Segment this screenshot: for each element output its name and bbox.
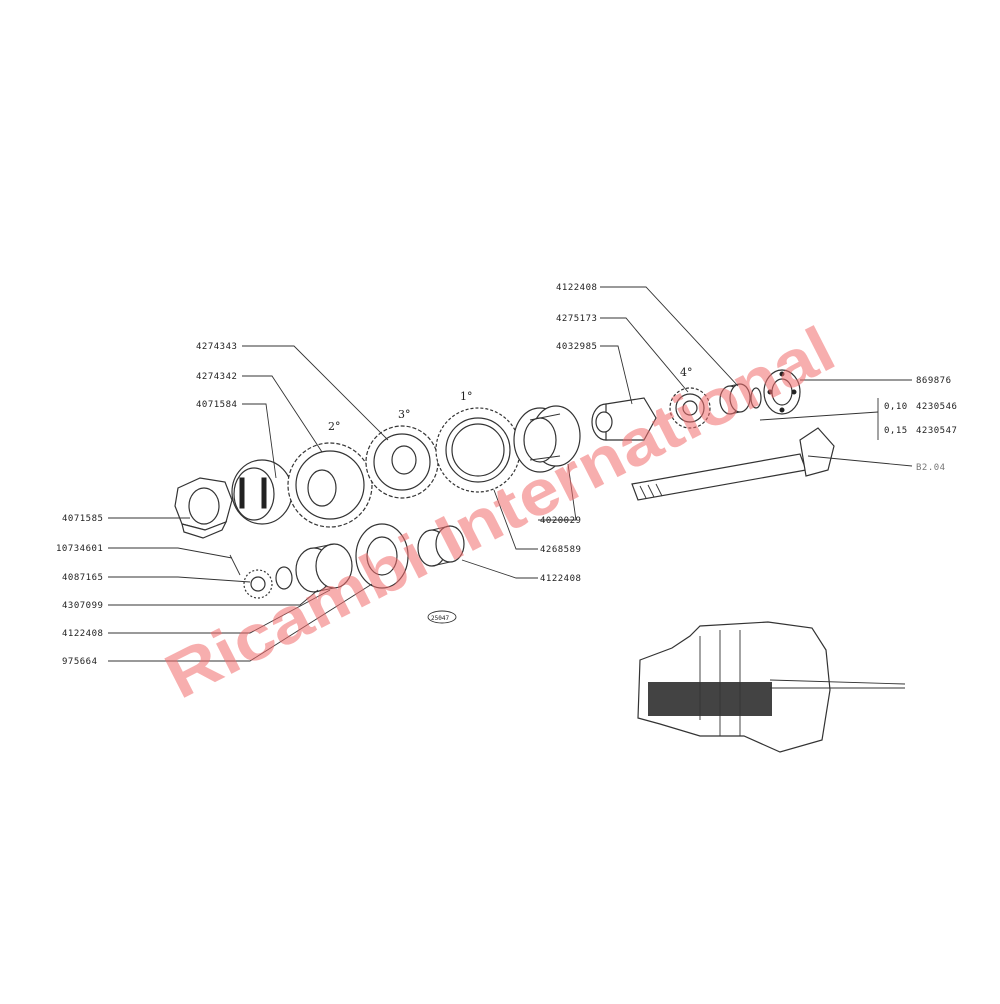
part-label-4122408-top: 4122408	[556, 283, 597, 293]
fourth-gear-part	[669, 387, 711, 429]
part-label-4274342: 4274342	[196, 372, 237, 382]
part-label-4071585: 4071585	[62, 514, 103, 524]
part-label-4268589: 4268589	[540, 545, 581, 555]
shim-size-015: 0,15	[884, 426, 908, 436]
gear-label-4th: 4°	[680, 366, 693, 379]
spacer-sleeve-part	[591, 397, 657, 441]
first-gear-part	[435, 407, 521, 493]
part-label-10734601: 10734601	[56, 544, 103, 554]
splined-hub-part	[231, 459, 293, 525]
part-label-869876: 869876	[916, 376, 952, 386]
small-pinion-part	[243, 569, 273, 599]
part-label-4307099: 4307099	[62, 601, 103, 611]
needle-bearing-top-part	[719, 383, 751, 415]
ball-bearing-part	[763, 369, 801, 415]
gear-label-1st: 1°	[460, 390, 473, 403]
part-label-4275173: 4275173	[556, 314, 597, 324]
cage-bearing-part	[513, 405, 581, 473]
part-label-4122408-bottom: 4122408	[540, 574, 581, 584]
part-label-4032985: 4032985	[556, 342, 597, 352]
gear-label-3rd: 3°	[398, 408, 411, 421]
group-ref-b204: B2.04	[916, 463, 946, 473]
shim-washer-part	[750, 387, 762, 409]
part-number-labels: 4274343 4274342 4071584 4071585 10734601…	[56, 283, 957, 667]
thrust-washer-part	[275, 566, 293, 590]
needle-bearing-bottom-part	[295, 543, 353, 593]
gear-label-2nd: 2°	[328, 420, 341, 433]
part-label-4274343: 4274343	[196, 342, 237, 352]
roller-bearing-part	[355, 523, 409, 589]
part-label-4122408-left: 4122408	[62, 629, 103, 639]
part-label-975664: 975664	[62, 657, 98, 667]
parts-group	[174, 369, 906, 753]
part-label-4230546: 4230546	[916, 402, 957, 412]
shim-size-010: 0,10	[884, 402, 908, 412]
hex-sleeve-part	[174, 477, 233, 539]
part-label-4087165: 4087165	[62, 573, 103, 583]
part-label-4071584: 4071584	[196, 400, 237, 410]
third-gear-part	[365, 425, 439, 499]
second-gear-part	[287, 442, 373, 528]
figure-number: 25047	[431, 615, 449, 622]
figure-number-oval	[427, 610, 457, 624]
output-shaft-part	[631, 427, 835, 501]
gearbox-locator-inset	[637, 621, 906, 753]
leader-lines	[108, 286, 913, 662]
part-label-4020029: 4020029	[540, 516, 581, 526]
needle-bearing-mid-part	[417, 525, 465, 567]
part-label-4230547: 4230547	[916, 426, 957, 436]
